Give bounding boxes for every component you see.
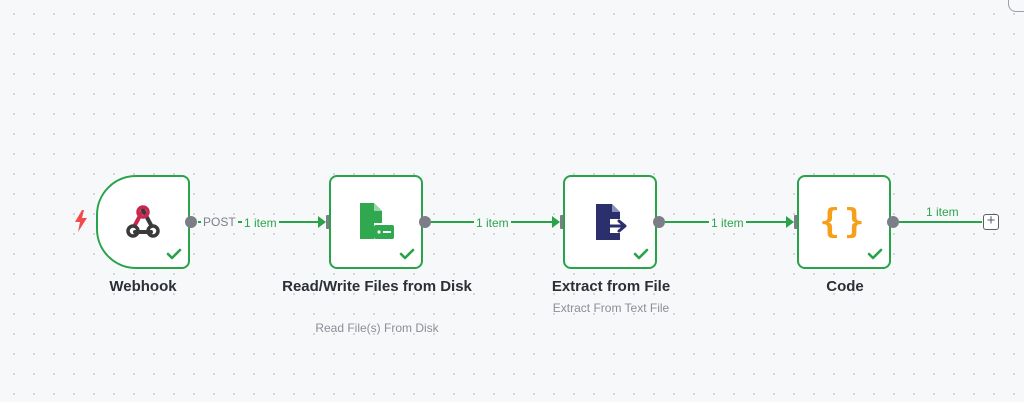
node-read-write-files[interactable]: [329, 175, 423, 269]
edge-item-count: 1 item: [474, 216, 511, 230]
node-subtitle: Extract From Text File: [552, 301, 670, 315]
node-title: Extract from File: [551, 278, 671, 295]
edge-item-count: 1 item: [709, 216, 746, 230]
output-handle[interactable]: [419, 216, 431, 228]
node-extract-from-file[interactable]: [563, 175, 657, 269]
output-handle[interactable]: [185, 216, 197, 228]
node-webhook[interactable]: [96, 175, 190, 269]
canvas-corner-control[interactable]: [1008, 0, 1024, 12]
checkmark-icon: [166, 248, 182, 260]
add-node-button[interactable]: +: [983, 213, 999, 230]
webhook-icon: [126, 205, 160, 238]
node-title: Read/Write Files from Disk: [282, 278, 472, 295]
file-extract-icon: [596, 204, 627, 240]
code-braces-icon: {}: [819, 202, 869, 242]
edge-item-count: 1 item: [242, 216, 279, 230]
lightning-bolt-icon: [75, 210, 87, 232]
edge-item-count: 1 item: [924, 205, 961, 219]
node-title: Code: [826, 278, 864, 295]
node-subtitle: Read File(s) From Disk: [315, 321, 439, 335]
node-code[interactable]: {}: [797, 175, 891, 269]
edge-arrowhead: [552, 216, 560, 228]
edge-method-label: POST: [201, 215, 238, 229]
file-disk-icon: [360, 203, 394, 239]
checkmark-icon: [399, 248, 415, 260]
edge-arrowhead: [786, 216, 794, 228]
output-handle[interactable]: [887, 216, 899, 228]
node-title: Webhook: [109, 278, 177, 295]
edge-arrowhead: [318, 216, 326, 228]
checkmark-icon: [867, 248, 883, 260]
output-handle[interactable]: [653, 216, 665, 228]
checkmark-icon: [633, 248, 649, 260]
